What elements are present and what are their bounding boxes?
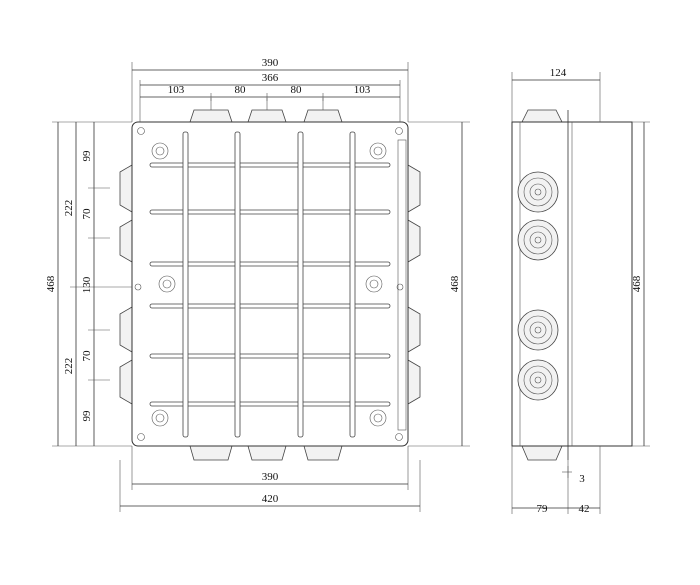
dim-label-80-left: 80 <box>235 84 247 96</box>
side-top-gland <box>521 109 563 123</box>
mounting-holes <box>134 142 404 427</box>
dim-bottom-420: 420 <box>119 460 421 512</box>
dim-side-124: 124 <box>511 67 601 122</box>
dim-label-42: 42 <box>579 503 590 515</box>
dim-label-468-right: 468 <box>449 275 461 292</box>
dim-top-366: 366 <box>139 72 401 122</box>
dim-label-99-lower: 99 <box>81 410 93 422</box>
dim-right-468: 468 <box>408 121 470 447</box>
dim-label-222-lower: 222 <box>63 358 75 375</box>
hinge-strip <box>397 139 407 431</box>
side-bottom-gland <box>521 445 563 461</box>
dim-side-468: 468 <box>631 121 650 447</box>
dim-left-222: 222 222 <box>63 122 132 446</box>
dim-label-70-lower: 70 <box>81 350 93 362</box>
dim-label-366: 366 <box>262 72 279 84</box>
side-view: 124 468 3 79 42 <box>511 67 650 515</box>
dim-left-chain: 99 70 130 70 99 <box>81 122 110 446</box>
dim-label-390-top: 390 <box>262 57 279 69</box>
side-glands <box>517 171 559 401</box>
dim-side-3: 3 <box>562 466 585 485</box>
dim-label-3: 3 <box>579 473 585 485</box>
dim-label-468-left: 468 <box>45 275 57 292</box>
dim-label-130: 130 <box>81 276 93 293</box>
left-glands <box>119 164 133 405</box>
vertical-ribs <box>182 131 356 438</box>
top-glands <box>189 98 343 123</box>
dim-label-99-upper: 99 <box>81 150 93 162</box>
dim-top-390: 390 <box>131 57 409 122</box>
dim-label-79: 79 <box>537 503 549 515</box>
dim-label-468-side: 468 <box>631 275 643 292</box>
dim-label-70-upper: 70 <box>81 208 93 220</box>
front-view: 390 366 103 80 80 103 468 <box>45 57 470 512</box>
dim-label-420: 420 <box>262 493 279 505</box>
right-glands <box>407 164 421 405</box>
dim-label-103-left: 103 <box>168 84 185 96</box>
dim-label-222-upper: 222 <box>63 200 75 217</box>
dim-side-bottom: 79 42 <box>511 446 601 515</box>
horizontal-ribs <box>149 162 391 407</box>
dim-label-124: 124 <box>550 67 567 79</box>
dim-bottom-390: 390 <box>131 446 409 490</box>
dim-top-chain: 103 80 80 103 <box>140 84 400 101</box>
bottom-glands <box>189 445 343 461</box>
dim-label-80-right: 80 <box>291 84 303 96</box>
dim-label-390-bottom: 390 <box>262 471 279 483</box>
corner-screws <box>137 127 403 441</box>
dim-left-468: 468 <box>45 121 132 447</box>
enclosure-body <box>131 121 409 447</box>
dim-label-103-right: 103 <box>354 84 371 96</box>
